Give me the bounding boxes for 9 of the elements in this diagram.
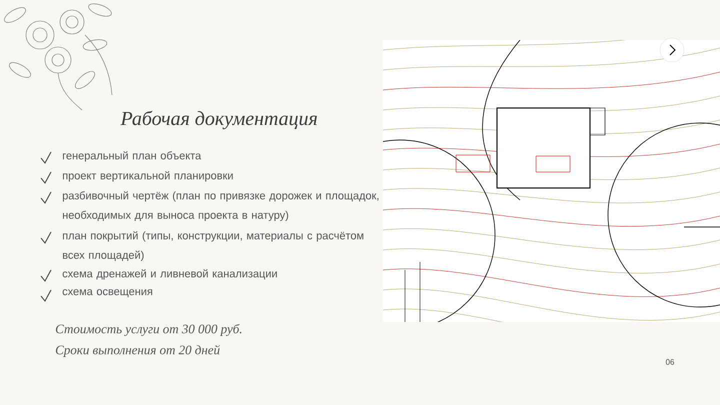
list-item: проект вертикальной планировки: [62, 171, 233, 182]
list-item: генеральный план объекта: [62, 151, 202, 162]
list-item: схема дренажей и ливневой канализации: [62, 269, 277, 280]
list-item: план покрытий (типы, конструкции, материалы с расчётом всех площадей): [62, 231, 364, 262]
list-item: схема освещения: [62, 289, 152, 298]
list-item: разбивочный чертёж (план по привязке дорожек и площадок, необходимых для выноса проекта в натуру): [62, 191, 378, 222]
price-note: Стоимость услуги от 30 000 руб.: [56, 324, 242, 336]
title: Рабочая документация: [120, 110, 317, 130]
price-note: Сроки выполнения от 20 дней: [56, 345, 220, 357]
